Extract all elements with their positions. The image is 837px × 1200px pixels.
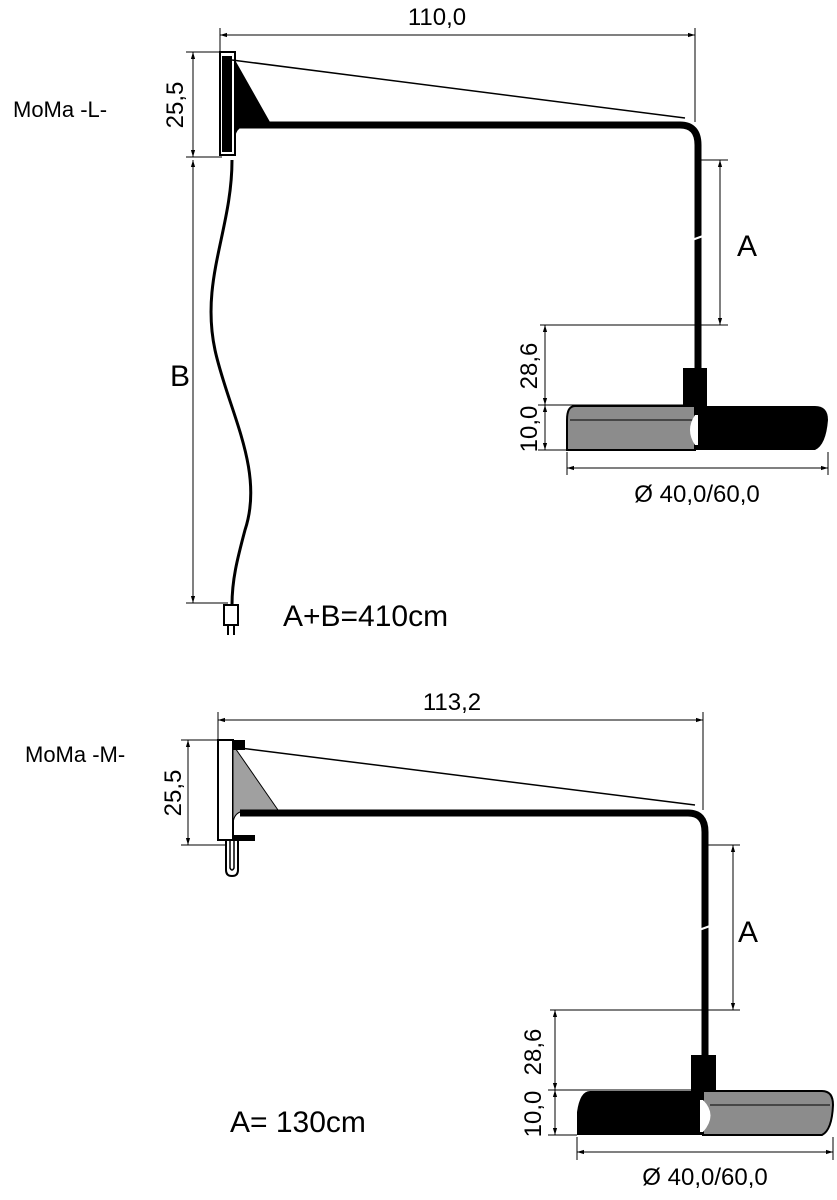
shade-section (702, 1090, 835, 1136)
lamp-medium-name: MoMa -M- (25, 742, 125, 767)
rod-break-mark (698, 925, 711, 931)
socket-height-label: 28,6 (520, 1029, 547, 1076)
plate-height-dimension: 25,5 (160, 739, 225, 846)
shade-outer (695, 406, 828, 450)
socket (683, 368, 707, 406)
power-cable (209, 159, 253, 606)
lamp-arm (235, 121, 702, 370)
socket-height-dimension: 28,6 (520, 1010, 695, 1091)
diameter-label: Ø 40,0/60,0 (634, 481, 759, 508)
tension-wire (231, 59, 686, 119)
rod-a-label: A (737, 230, 757, 263)
cable-length-note: A+B=410cm (283, 600, 448, 633)
shade-cutaway (700, 1100, 711, 1132)
diameter-dimension: Ø 40,0/60,0 (576, 1137, 834, 1191)
lamp-large-drawing: MoMa -L- 110,0 25,5 A (13, 4, 829, 635)
lamp-large-name: MoMa -L- (13, 97, 107, 122)
shade-outer (577, 1091, 703, 1135)
shade-height-dimension: 10,0 (520, 1090, 577, 1137)
plate-height-label: 25,5 (162, 82, 189, 129)
lamp-medium-drawing: MoMa -M- 113,2 25,5 A (25, 689, 835, 1191)
width-label: 110,0 (408, 4, 466, 31)
arm-bracket (235, 60, 270, 140)
rod-a-dimension: A (550, 844, 758, 1011)
plug-icon (223, 604, 239, 635)
wall-plate (217, 739, 234, 841)
width-label: 113,2 (423, 689, 481, 716)
width-dimension: 113,2 (217, 689, 704, 810)
diameter-label: Ø 40,0/60,0 (642, 1164, 767, 1191)
tension-wire (239, 747, 696, 806)
diameter-dimension: Ø 40,0/60,0 (566, 452, 829, 508)
wall-plate-fill (222, 56, 232, 152)
rod-length-note: A= 130cm (230, 1106, 366, 1139)
rod-a-label: A (738, 916, 758, 949)
rod-a-dimension: A (540, 159, 757, 326)
width-dimension: 110,0 (219, 4, 696, 122)
shade-cutaway (690, 415, 698, 445)
plate-height-label: 25,5 (160, 770, 187, 817)
cable-b-dimension: B (170, 160, 228, 604)
plug-icon (225, 840, 239, 878)
shade-height-dimension: 10,0 (516, 405, 567, 452)
socket (691, 1055, 716, 1091)
socket-height-dimension: 28,6 (516, 325, 690, 406)
cable-b-label: B (170, 360, 190, 393)
arm-bracket (232, 743, 279, 826)
shade-section (566, 405, 696, 451)
socket-height-label: 28,6 (516, 343, 543, 390)
plate-height-dimension: 25,5 (162, 51, 222, 158)
rod-break-mark (691, 235, 704, 241)
lamp-arm (240, 809, 709, 1058)
shade-height-label: 10,0 (520, 1091, 547, 1138)
shade-height-label: 10,0 (516, 406, 543, 453)
